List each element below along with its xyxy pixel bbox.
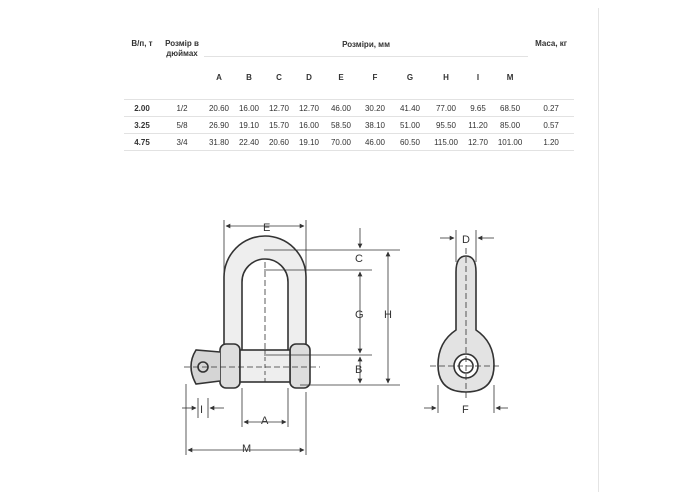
- cell-size: 3/4: [160, 133, 204, 151]
- cell-mass: 0.27: [528, 99, 575, 117]
- header-dim-col: I: [464, 56, 492, 100]
- cell-dim: 12.70: [464, 133, 492, 151]
- label-g: G: [355, 309, 364, 321]
- label-m: M: [242, 443, 251, 455]
- header-dim-col: G: [392, 56, 428, 100]
- header-dim-col: C: [264, 56, 294, 100]
- cell-mass: 1.20: [528, 133, 575, 151]
- cell-dim: 16.00: [294, 116, 324, 134]
- cell-dim: 15.70: [264, 116, 294, 134]
- cell-dim: 60.50: [392, 133, 428, 151]
- header-dim-col: F: [358, 56, 392, 100]
- shackle-side-view: [430, 248, 502, 398]
- header-dim-col: H: [428, 56, 464, 100]
- cell-dim: 46.00: [324, 99, 358, 117]
- cell-dim: 70.00: [324, 133, 358, 151]
- cell-dim: 77.00: [428, 99, 464, 117]
- spec-table: В/п, т Розмір в дюймах Розміри, мм Маса,…: [124, 34, 575, 151]
- cell-dim: 30.20: [358, 99, 392, 117]
- table-row: 3.25 5/8 26.90 19.10 15.70 16.00 58.50 3…: [124, 116, 575, 134]
- cell-dim: 85.00: [492, 116, 529, 134]
- cell-dim: 95.50: [428, 116, 464, 134]
- table-row: 4.75 3/4 31.80 22.40 20.60 19.10 70.00 4…: [124, 133, 575, 151]
- cell-dim: 19.10: [294, 133, 324, 151]
- cell-load: 4.75: [124, 133, 160, 151]
- cell-dim: 16.00: [234, 99, 264, 117]
- cell-size: 5/8: [160, 116, 204, 134]
- shackle-drawing: E C G B H A M I D F: [182, 220, 508, 455]
- label-f: F: [462, 404, 469, 416]
- header-dim-col: B: [234, 56, 264, 100]
- header-size: Розмір в дюймах: [160, 34, 204, 100]
- label-c: C: [355, 253, 363, 265]
- cell-dim: 20.60: [264, 133, 294, 151]
- cell-dim: 12.70: [264, 99, 294, 117]
- cell-mass: 0.57: [528, 116, 575, 134]
- label-d: D: [462, 234, 470, 246]
- label-h: H: [384, 309, 392, 321]
- cell-dim: 22.40: [234, 133, 264, 151]
- page-edge: [598, 8, 599, 492]
- header-mass: Маса, кг: [528, 34, 575, 100]
- cell-dim: 115.00: [428, 133, 464, 151]
- header-dim-col: E: [324, 56, 358, 100]
- header-load: В/п, т: [124, 34, 160, 100]
- cell-dim: 68.50: [492, 99, 529, 117]
- cell-dim: 20.60: [204, 99, 234, 117]
- cell-dim: 12.70: [294, 99, 324, 117]
- cell-dim: 101.00: [492, 133, 529, 151]
- dimension-lines: [182, 220, 400, 455]
- cell-dim: 38.10: [358, 116, 392, 134]
- header-dimensions: Розміри, мм: [204, 34, 529, 57]
- label-e: E: [263, 222, 270, 234]
- cell-dim: 31.80: [204, 133, 234, 151]
- shackle-front-view: [184, 235, 320, 389]
- side-dimension-lines: [424, 230, 508, 413]
- cell-load: 3.25: [124, 116, 160, 134]
- cell-dim: 51.00: [392, 116, 428, 134]
- cell-load: 2.00: [124, 99, 160, 117]
- label-b: B: [355, 364, 362, 376]
- cell-dim: 19.10: [234, 116, 264, 134]
- cell-dim: 58.50: [324, 116, 358, 134]
- header-dim-col: A: [204, 56, 234, 100]
- cell-dim: 41.40: [392, 99, 428, 117]
- cell-dim: 9.65: [464, 99, 492, 117]
- cell-dim: 11.20: [464, 116, 492, 134]
- cell-dim: 46.00: [358, 133, 392, 151]
- cell-dim: 26.90: [204, 116, 234, 134]
- label-a: A: [261, 415, 269, 427]
- cell-size: 1/2: [160, 99, 204, 117]
- header-dim-col: D: [294, 56, 324, 100]
- header-dim-col: M: [492, 56, 529, 100]
- label-i: I: [200, 404, 203, 416]
- table-row: 2.00 1/2 20.60 16.00 12.70 12.70 46.00 3…: [124, 99, 575, 117]
